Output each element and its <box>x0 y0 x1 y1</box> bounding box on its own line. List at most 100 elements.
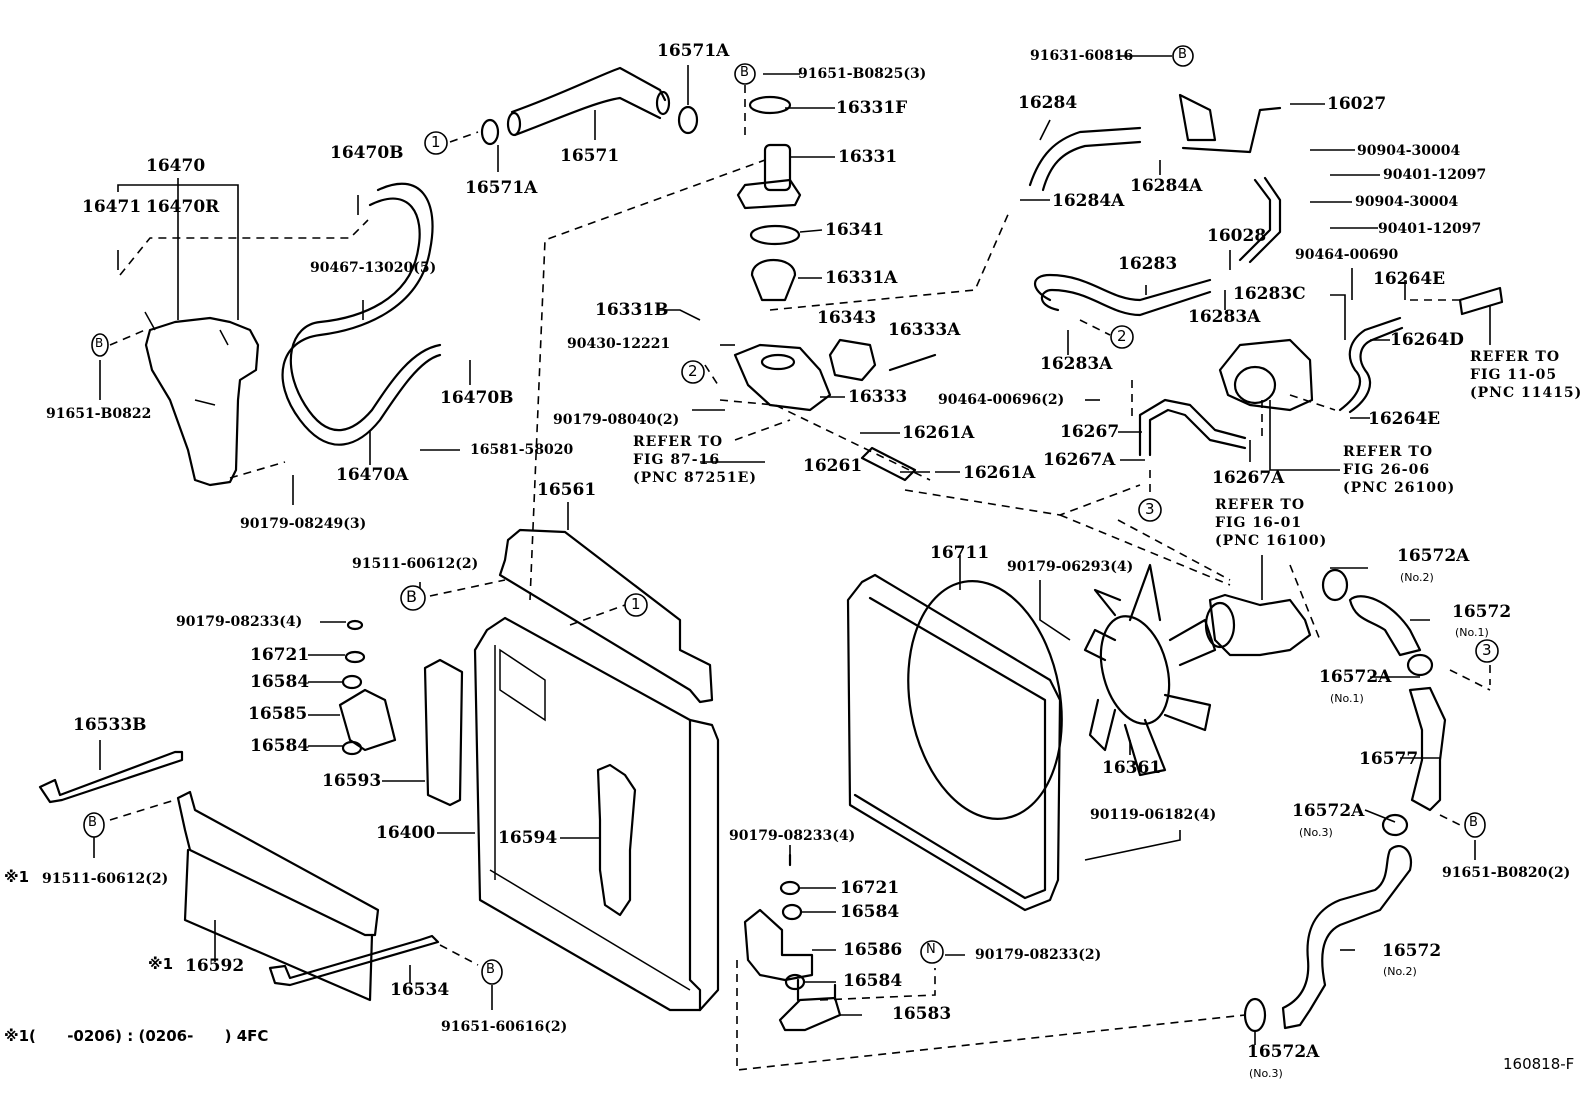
reference-fig-26-06[interactable]: REFER TO FIG 26-06 (PNC 26100) <box>1343 444 1456 497</box>
part-label-16594[interactable]: 16594 <box>498 828 558 848</box>
part-label-91651-B0825[interactable]: 91651-B0825(3) <box>798 66 927 82</box>
part-label-16470B-top[interactable]: 16470B <box>330 143 404 163</box>
part-label-16284A-mid[interactable]: 16284A <box>1130 176 1203 196</box>
part-label-90464-00696[interactable]: 90464-00696(2) <box>938 392 1065 408</box>
part-label-91631-60816[interactable]: 91631-60816 <box>1030 48 1134 64</box>
part-label-16264E-top[interactable]: 16264E <box>1373 269 1446 289</box>
part-label-16571[interactable]: 16571 <box>560 146 620 166</box>
part-label-16584-b[interactable]: 16584 <box>250 736 310 756</box>
part-label-16284A-left[interactable]: 16284A <box>1052 191 1125 211</box>
part-label-90430-12221[interactable]: 90430-12221 <box>567 336 671 352</box>
part-label-16534[interactable]: 16534 <box>390 980 450 1000</box>
reference-fig-16-01[interactable]: REFER TO FIG 16-01 (PNC 16100) <box>1215 497 1328 550</box>
part-label-16571A-left[interactable]: 16571A <box>465 178 538 198</box>
part-label-90904-30004-b[interactable]: 90904-30004 <box>1355 194 1459 210</box>
callout-1-radiator: 1 <box>631 595 641 613</box>
part-label-16283A-right[interactable]: 16283A <box>1188 307 1261 327</box>
sublabel-no2-bottom: (No.2) <box>1383 965 1417 978</box>
part-label-16470R[interactable]: 16470R <box>146 197 220 217</box>
part-label-16283A-left[interactable]: 16283A <box>1040 354 1113 374</box>
part-label-16572A-no1[interactable]: 16572A <box>1319 667 1392 687</box>
part-label-16584-c[interactable]: 16584 <box>840 902 900 922</box>
part-label-16261A-lower[interactable]: 16261A <box>963 463 1036 483</box>
part-label-16264E-bottom[interactable]: 16264E <box>1368 409 1441 429</box>
part-label-90904-30004-a[interactable]: 90904-30004 <box>1357 143 1461 159</box>
bracket-16470 <box>117 178 239 320</box>
part-label-91651-B0822[interactable]: 91651-B0822 <box>46 406 152 422</box>
part-label-90401-12097-b[interactable]: 90401-12097 <box>1378 221 1482 237</box>
part-label-16593[interactable]: 16593 <box>322 771 382 791</box>
part-label-91511-60612-bottom[interactable]: 91511-60612(2) <box>42 871 169 887</box>
radiator <box>473 616 720 1012</box>
part-label-16470B-bottom[interactable]: 16470B <box>440 388 514 408</box>
part-label-16331A[interactable]: 16331A <box>825 268 898 288</box>
leader-lines <box>93 55 1491 1045</box>
part-label-16027[interactable]: 16027 <box>1327 94 1387 114</box>
part-label-16261[interactable]: 16261 <box>803 456 863 476</box>
part-label-16283[interactable]: 16283 <box>1118 254 1178 274</box>
water-hoses-right <box>1028 93 1282 317</box>
part-label-90119-06182[interactable]: 90119-06182(4) <box>1090 807 1217 823</box>
sublabel-no3-top: (No.3) <box>1299 826 1333 839</box>
part-label-16584-a[interactable]: 16584 <box>250 672 310 692</box>
part-label-16572A-no3-top[interactable]: 16572A <box>1292 801 1365 821</box>
part-label-16592[interactable]: 16592 <box>185 956 245 976</box>
part-label-16572A-no2[interactable]: 16572A <box>1397 546 1470 566</box>
part-label-16721-mid[interactable]: 16721 <box>840 878 900 898</box>
part-label-90464-00690[interactable]: 90464-00690 <box>1295 247 1399 263</box>
part-label-16343[interactable]: 16343 <box>817 308 877 328</box>
part-label-16400[interactable]: 16400 <box>376 823 436 843</box>
part-label-16267A-right[interactable]: 16267A <box>1212 468 1285 488</box>
part-label-16581-58020[interactable]: 16581-58020 <box>470 442 574 458</box>
part-label-16331B[interactable]: 16331B <box>595 300 669 320</box>
part-label-90401-12097-a[interactable]: 90401-12097 <box>1383 167 1487 183</box>
part-label-16572A-no3-bottom[interactable]: 16572A <box>1247 1042 1320 1062</box>
part-label-16533B[interactable]: 16533B <box>73 715 147 735</box>
part-label-91651-60616[interactable]: 91651-60616(2) <box>441 1019 568 1035</box>
part-label-16585[interactable]: 16585 <box>248 704 308 724</box>
part-label-16331F[interactable]: 16331F <box>836 98 908 118</box>
part-label-90179-06293[interactable]: 90179-06293(4) <box>1007 559 1134 575</box>
part-label-16471[interactable]: 16471 <box>82 197 142 217</box>
part-label-16333[interactable]: 16333 <box>848 387 908 407</box>
callout-B-lower-hose: B <box>1469 815 1478 830</box>
callout-2-hose: 2 <box>1117 327 1127 345</box>
part-label-16264D[interactable]: 16264D <box>1390 330 1464 350</box>
part-label-90179-08040[interactable]: 90179-08040(2) <box>553 412 680 428</box>
callout-N-bracket: N <box>926 942 936 957</box>
part-label-16267[interactable]: 16267 <box>1060 422 1120 442</box>
part-label-16711[interactable]: 16711 <box>930 543 990 563</box>
part-label-16261A-upper[interactable]: 16261A <box>902 423 975 443</box>
part-label-16584-d[interactable]: 16584 <box>843 971 903 991</box>
cooling-fan <box>1083 563 1217 777</box>
part-label-16361[interactable]: 16361 <box>1102 758 1162 778</box>
part-label-16586[interactable]: 16586 <box>843 940 903 960</box>
part-label-16341[interactable]: 16341 <box>825 220 885 240</box>
part-label-91651-B0820[interactable]: 91651-B0820(2) <box>1442 865 1571 881</box>
part-label-16267A-left[interactable]: 16267A <box>1043 450 1116 470</box>
part-label-16571A-top[interactable]: 16571A <box>657 41 730 61</box>
part-label-16583[interactable]: 16583 <box>892 1004 952 1024</box>
part-label-16333A[interactable]: 16333A <box>888 320 961 340</box>
part-label-16721-left[interactable]: 16721 <box>250 645 310 665</box>
part-label-91511-60612-top[interactable]: 91511-60612(2) <box>352 556 479 572</box>
part-label-16470[interactable]: 16470 <box>146 156 206 176</box>
upper-radiator-hose <box>480 66 699 146</box>
part-label-16331[interactable]: 16331 <box>838 147 898 167</box>
part-label-16284[interactable]: 16284 <box>1018 93 1078 113</box>
part-label-90467-13020[interactable]: 90467-13020(5) <box>310 260 437 276</box>
reservoir-tank <box>144 311 260 487</box>
part-label-16577[interactable]: 16577 <box>1359 749 1419 769</box>
part-label-16561[interactable]: 16561 <box>537 480 597 500</box>
reference-fig-87-16[interactable]: REFER TO FIG 87-16 (PNC 87251E) <box>633 434 757 487</box>
part-label-16572-no1[interactable]: 16572 <box>1452 602 1512 622</box>
part-label-16572-no2[interactable]: 16572 <box>1382 941 1442 961</box>
part-label-90179-08233-N[interactable]: 90179-08233(2) <box>975 947 1102 963</box>
part-label-90179-08233-left[interactable]: 90179-08233(4) <box>176 614 303 630</box>
part-label-90179-08249[interactable]: 90179-08249(3) <box>240 516 367 532</box>
reference-fig-11-05[interactable]: REFER TO FIG 11-05 (PNC 11415) <box>1470 349 1583 402</box>
part-label-16028[interactable]: 16028 <box>1207 226 1267 246</box>
part-label-16470A[interactable]: 16470A <box>336 465 409 485</box>
part-label-90179-08233-mid[interactable]: 90179-08233(4) <box>729 828 856 844</box>
part-label-16283C[interactable]: 16283C <box>1233 284 1306 304</box>
